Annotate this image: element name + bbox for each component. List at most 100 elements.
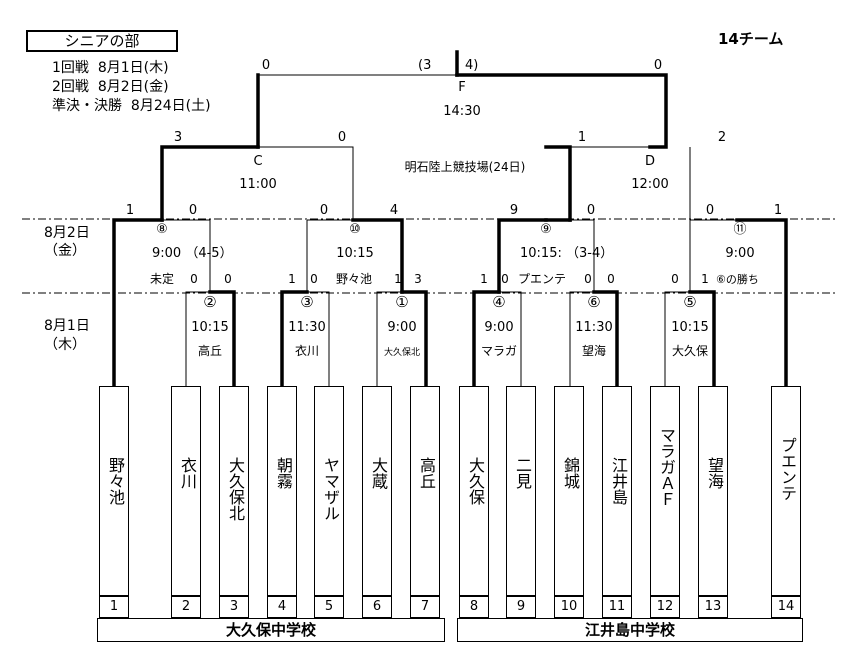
r1-3-score-left: 1 bbox=[288, 272, 296, 286]
schedule-date: 8月1日(木) bbox=[97, 60, 169, 76]
team-name: 衣川 bbox=[178, 457, 197, 489]
team-name: ヤマザル bbox=[321, 457, 340, 521]
r2-9-score-right: 0 bbox=[586, 203, 596, 218]
bracket-thick-lines bbox=[112, 50, 788, 388]
r1-4-time: 9:00 bbox=[484, 320, 514, 335]
r1-4-score-right: 0 bbox=[501, 272, 509, 286]
r1-4-score-left: 1 bbox=[480, 272, 488, 286]
r1-1-time: 9:00 bbox=[387, 320, 417, 335]
r1-2-score-right: 0 bbox=[224, 272, 232, 286]
team-number: 11 bbox=[602, 596, 632, 618]
team-box-10: 錦城 bbox=[554, 386, 584, 596]
r1-6-winner: 望海 bbox=[581, 344, 607, 358]
final-pk-right: 4) bbox=[465, 58, 479, 73]
r2-10-time: 10:15 bbox=[336, 246, 374, 261]
r1-1-winner: 大久保北 bbox=[383, 348, 421, 358]
schedule-row-1: 1回戦 8月1日(木) bbox=[52, 60, 169, 77]
team-box-9: 二見 bbox=[506, 386, 536, 596]
venue-right: 江井島中学校 bbox=[457, 618, 803, 642]
r1-5-time: 10:15 bbox=[671, 320, 709, 335]
r2-10-winner: 野々池 bbox=[336, 272, 373, 286]
team-number: 14 bbox=[771, 596, 801, 618]
schedule-row-2: 2回戦 8月2日(金) bbox=[52, 79, 169, 96]
team-number: 8 bbox=[459, 596, 489, 618]
date-day1: 8月1日 bbox=[44, 318, 90, 334]
team-number: 1 bbox=[99, 596, 129, 618]
r1-6-time: 11:30 bbox=[575, 320, 613, 335]
pk: （4-5） bbox=[185, 246, 233, 261]
r2-8-score-left: 1 bbox=[125, 203, 135, 218]
r1-1-score-left: 1 bbox=[394, 272, 402, 286]
r2-9-time: 10:15: （3-4） bbox=[520, 246, 613, 261]
r1-2-time: 10:15 bbox=[191, 320, 229, 335]
bracket-thin-lines bbox=[162, 74, 737, 386]
team-name: 大蔵 bbox=[369, 457, 388, 489]
r1-6-id: ⑥ bbox=[587, 293, 601, 311]
division-title: シニアの部 bbox=[26, 30, 178, 52]
team-name: マラガＡＦ bbox=[657, 427, 676, 507]
r2-8-time: 9:00 （4-5） bbox=[152, 246, 233, 261]
team-number: 10 bbox=[554, 596, 584, 618]
team-box-14: プエンテ bbox=[771, 386, 801, 596]
team-name: 高丘 bbox=[417, 457, 436, 489]
team-box-2: 衣川 bbox=[171, 386, 201, 596]
schedule-date: 8月24日(土) bbox=[130, 98, 211, 114]
team-name: 大久保北 bbox=[226, 457, 245, 521]
r1-1-id: ① bbox=[395, 293, 409, 311]
r1-5-score-left: 0 bbox=[671, 272, 679, 286]
team-name: 望海 bbox=[705, 457, 724, 489]
team-number: 13 bbox=[698, 596, 728, 618]
final-id: F bbox=[458, 80, 466, 95]
r2-8-score-right: 0 bbox=[188, 203, 198, 218]
team-name: 江井島 bbox=[609, 457, 628, 505]
r1-4-id: ④ bbox=[492, 293, 506, 311]
team-number: 5 bbox=[314, 596, 344, 618]
team-number: 9 bbox=[506, 596, 536, 618]
team-name: 二見 bbox=[513, 457, 532, 489]
r1-5-id: ⑤ bbox=[683, 293, 697, 311]
schedule-round: 2回戦 bbox=[52, 79, 89, 95]
team-box-7: 高丘 bbox=[410, 386, 440, 596]
team-box-11: 江井島 bbox=[602, 386, 632, 596]
r1-2-winner: 高丘 bbox=[197, 344, 223, 358]
team-number: 12 bbox=[650, 596, 680, 618]
team-number: 6 bbox=[362, 596, 392, 618]
r2-11-time: 9:00 bbox=[725, 246, 755, 261]
team-box-12: マラガＡＦ bbox=[650, 386, 680, 596]
schedule-round: 準決・決勝 bbox=[52, 98, 122, 114]
r2-9-winner: プエンテ bbox=[518, 272, 567, 286]
r1-5-winner: 大久保 bbox=[671, 344, 709, 358]
r1-2-score-left: 0 bbox=[190, 272, 198, 286]
semi-d-id: D bbox=[644, 154, 656, 169]
venue-note: 明石陸上競技場(24日) bbox=[404, 160, 526, 174]
team-box-4: 朝霧 bbox=[267, 386, 297, 596]
team-number: 3 bbox=[219, 596, 249, 618]
team-box-3: 大久保北 bbox=[219, 386, 249, 596]
team-name: プエンテ bbox=[778, 437, 797, 501]
team-box-13: 望海 bbox=[698, 386, 728, 596]
schedule-row-3: 準決・決勝 8月24日(土) bbox=[52, 98, 211, 115]
r1-3-id: ③ bbox=[300, 293, 314, 311]
r1-5-score-right: 1 bbox=[701, 272, 709, 286]
schedule-round: 1回戦 bbox=[52, 60, 89, 76]
weekday-day2: （金） bbox=[44, 243, 86, 259]
team-name: 錦城 bbox=[561, 457, 580, 489]
r2-11-id: ⑪ bbox=[733, 222, 747, 237]
semi-c-time: 11:00 bbox=[239, 177, 277, 192]
r2-10-score-left: 0 bbox=[319, 203, 329, 218]
team-count: 14チーム bbox=[718, 30, 784, 48]
semi-c-score-right: 0 bbox=[337, 130, 347, 145]
r2-10-id: ⑩ bbox=[349, 222, 361, 237]
team-number: 7 bbox=[410, 596, 440, 618]
semi-c-id: C bbox=[253, 154, 263, 169]
final-pk-left: (3 bbox=[418, 58, 432, 73]
team-number: 4 bbox=[267, 596, 297, 618]
team-name: 野々池 bbox=[106, 457, 125, 505]
r1-2-id: ② bbox=[203, 293, 217, 311]
r1-6-score-left: 0 bbox=[584, 272, 592, 286]
final-score-right: 0 bbox=[653, 58, 663, 73]
r2-9-id: ⑨ bbox=[540, 222, 552, 237]
final-time: 14:30 bbox=[443, 104, 481, 119]
final-score-left: 0 bbox=[261, 58, 271, 73]
